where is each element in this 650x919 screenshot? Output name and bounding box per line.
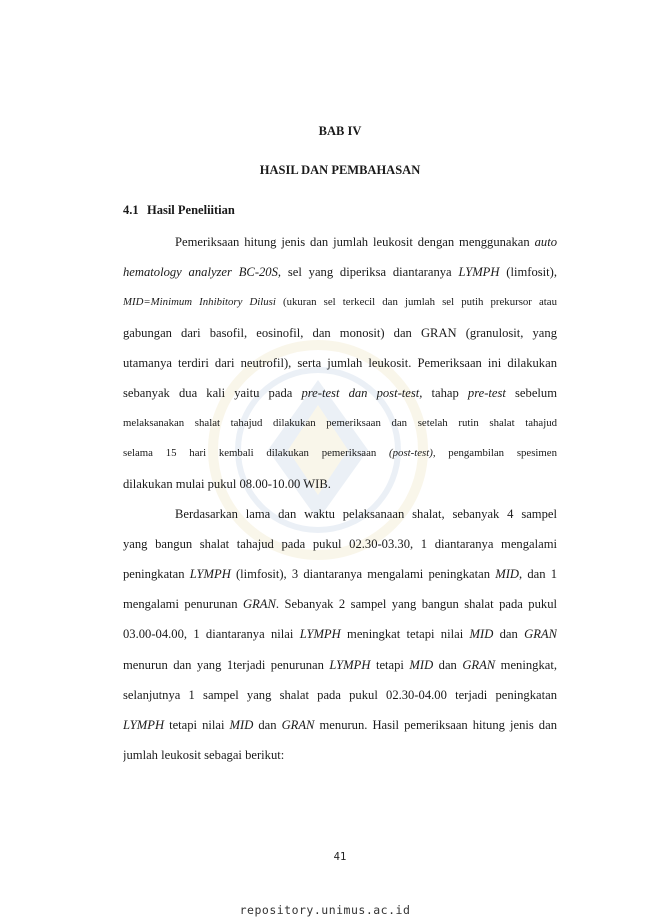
text-run: meningkat, bbox=[495, 657, 557, 672]
text-line: melaksanakan shalat tahajud dilakukan pe… bbox=[123, 408, 557, 438]
text-line: gabungan dari basofil, eosinofil, dan mo… bbox=[123, 318, 557, 348]
text-run: dilakukan mulai pukul 08.00-10.00 WIB. bbox=[123, 476, 331, 491]
text-run: menurun dan yang 1terjadi penurunan bbox=[123, 657, 330, 672]
text-run-italic: LYMPH bbox=[458, 265, 500, 280]
repository-footer: repository.unimus.ac.id bbox=[239, 903, 411, 917]
text-run-italic: pre-test dan post-test, bbox=[301, 385, 423, 400]
text-run-italic: GRAN bbox=[281, 718, 315, 732]
text-run: tetapi bbox=[370, 657, 410, 672]
text-run-italic: hematology analyzer BC-20S, bbox=[123, 265, 282, 280]
text-run: (limfosit), 3 diantaranya mengalami peni… bbox=[230, 567, 496, 582]
text-run: sel yang diperiksa diantaranya bbox=[281, 265, 459, 280]
text-line: mengalami penurunan GRAN. Sebanyak 2 sam… bbox=[123, 589, 557, 619]
text-run: sebelum bbox=[505, 385, 557, 400]
text-run: dan bbox=[433, 657, 463, 672]
text-line: yang bangun shalat tahajud pada pukul 02… bbox=[123, 529, 557, 559]
text-line: sebanyak dua kali yaitu pada pre-test da… bbox=[123, 378, 557, 408]
text-run-italic: GRAN bbox=[524, 627, 557, 642]
text-run-italic: MID bbox=[229, 718, 254, 732]
text-run-italic: MID bbox=[495, 567, 519, 582]
text-run: tetapi nilai bbox=[164, 718, 230, 732]
text-run: selanjutnya 1 sampel yang shalat pada pu… bbox=[123, 687, 557, 702]
text-run-italic: GRAN bbox=[243, 597, 276, 612]
text-line: Pemeriksaan hitung jenis dan jumlah leuk… bbox=[123, 227, 557, 257]
text-run: peningkatan bbox=[123, 567, 190, 582]
text-line: Berdasarkan lama dan waktu pelaksanaan s… bbox=[123, 499, 557, 529]
text-line: jumlah leukosit sebagai berikut: bbox=[123, 740, 557, 770]
text-line: 03.00-04.00, 1 diantaranya nilai LYMPH m… bbox=[123, 619, 557, 649]
text-line: peningkatan LYMPH (limfosit), 3 diantara… bbox=[123, 559, 557, 589]
text-run: utamanya terdiri dari neutrofil), serta … bbox=[123, 355, 557, 370]
chapter-heading: BAB IV bbox=[318, 124, 362, 138]
text-run-italic: MID bbox=[409, 657, 434, 672]
text-line: LYMPH tetapi nilai MID dan GRAN menurun.… bbox=[123, 710, 557, 740]
page-number: 41 bbox=[333, 851, 347, 863]
text-line: MID=Minimum Inhibitory Dilusi (ukuran se… bbox=[123, 287, 557, 317]
text-run-italic: LYMPH bbox=[123, 718, 165, 732]
text-run: selama 15 hari kembali dilakukan pemerik… bbox=[123, 447, 390, 460]
section-heading: 4.1 Hasil Peneliitian bbox=[123, 203, 235, 218]
text-line: selama 15 hari kembali dilakukan pemerik… bbox=[123, 438, 557, 468]
text-run-italic: auto bbox=[534, 235, 557, 249]
text-run: gabungan dari basofil, eosinofil, dan mo… bbox=[123, 325, 557, 340]
text-run-italic: GRAN bbox=[462, 657, 496, 672]
text-run: menurun. Hasil pemeriksaan hitung jenis … bbox=[314, 718, 558, 732]
text-line: menurun dan yang 1terjadi penurunan LYMP… bbox=[123, 650, 557, 680]
text-run: melaksanakan shalat tahajud dilakukan pe… bbox=[123, 417, 557, 430]
text-run: 03.00-04.00, 1 diantaranya nilai bbox=[123, 627, 300, 642]
text-run-italic: (post-test), bbox=[389, 447, 436, 460]
text-run: meningkat tetapi nilai bbox=[340, 627, 470, 642]
text-run: . Sebanyak 2 sampel yang bangun shalat p… bbox=[275, 597, 557, 612]
text-line: hematology analyzer BC-20S, sel yang dip… bbox=[123, 257, 557, 287]
text-run: (ukuran sel terkecil dan jumlah sel puti… bbox=[275, 296, 557, 309]
text-line: utamanya terdiri dari neutrofil), serta … bbox=[123, 348, 557, 378]
text-run: , dan 1 bbox=[518, 567, 557, 582]
section-title: Hasil Peneliitian bbox=[147, 203, 235, 217]
text-run: Berdasarkan lama dan waktu pelaksanaan s… bbox=[175, 506, 557, 521]
text-run: dan bbox=[493, 627, 525, 642]
text-run-italic: pre-test bbox=[467, 385, 506, 400]
text-run: dan bbox=[253, 718, 282, 732]
body-text: Pemeriksaan hitung jenis dan jumlah leuk… bbox=[123, 227, 557, 770]
section-number: 4.1 bbox=[123, 203, 139, 217]
text-run: jumlah leukosit sebagai berikut: bbox=[123, 748, 285, 763]
text-run: mengalami penurunan bbox=[123, 597, 244, 612]
text-line: dilakukan mulai pukul 08.00-10.00 WIB. bbox=[123, 469, 557, 499]
text-run: pengambilan spesimen bbox=[435, 447, 557, 460]
text-run-italic: MID=Minimum Inhibitory Dilusi bbox=[123, 296, 276, 309]
text-run-italic: LYMPH bbox=[189, 567, 231, 582]
text-run-italic: MID bbox=[469, 627, 494, 642]
text-run: yang bangun shalat tahajud pada pukul 02… bbox=[123, 536, 557, 551]
text-line: selanjutnya 1 sampel yang shalat pada pu… bbox=[123, 680, 557, 710]
text-run: sebanyak dua kali yaitu pada bbox=[123, 385, 302, 400]
text-run: (limfosit), bbox=[499, 265, 557, 280]
text-run-italic: LYMPH bbox=[299, 627, 341, 642]
text-run: tahap bbox=[422, 385, 468, 400]
text-run: Pemeriksaan hitung jenis dan jumlah leuk… bbox=[175, 235, 535, 249]
university-logo-watermark bbox=[208, 340, 428, 560]
chapter-title: HASIL DAN PEMBAHASAN bbox=[259, 163, 421, 177]
text-run-italic: LYMPH bbox=[329, 657, 371, 672]
